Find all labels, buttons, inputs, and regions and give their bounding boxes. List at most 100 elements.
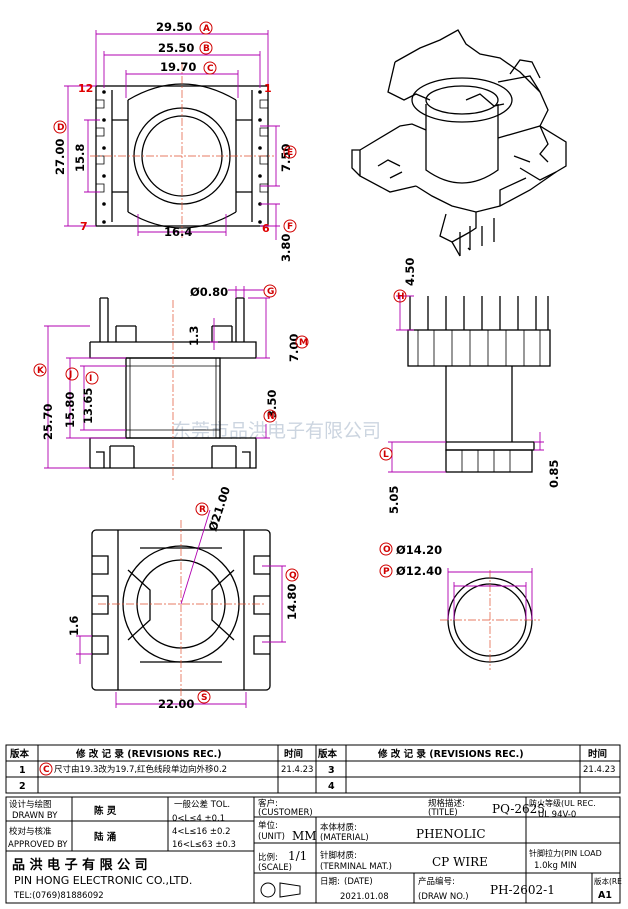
scale-label: 比例: xyxy=(258,852,278,863)
terminal-label-en: (TERMINAL MAT.) xyxy=(320,862,392,872)
date-label: 日期: xyxy=(320,877,340,887)
side-view: 4.50 5.05 0.85 xyxy=(387,258,561,514)
material-value: PHENOLIC xyxy=(416,827,486,841)
revision-table: 版本 修 改 记 录 (REVISIONS REC.) 时间 版本 修 改 记 … xyxy=(5,744,621,794)
unit-label: 单位: xyxy=(258,820,278,831)
rev-row-2-no: 2 xyxy=(19,781,26,792)
fire-label: 防火等级(UL REC. xyxy=(529,798,596,808)
balloon-labels: A B C D E F G H I J K L M N O P Q R S xyxy=(33,21,407,704)
drawno-value: PH-2602-1 xyxy=(490,883,555,897)
svg-text:M: M xyxy=(299,338,308,348)
company-tel: TEL:(0769)81886092 xyxy=(13,891,104,901)
pin-load-label: 针脚拉力(PIN LOAD xyxy=(529,848,602,858)
rev-row-3-time: 21.4.23 xyxy=(583,765,615,775)
drawno-label-en: (DRAW NO.) xyxy=(418,892,469,902)
svg-text:G: G xyxy=(267,287,274,297)
approved-by-label-en: APPROVED BY xyxy=(8,840,68,850)
rev-row-1-time: 21.4.23 xyxy=(281,765,313,775)
drawn-by-value: 陈 灵 xyxy=(94,805,117,817)
dim-7-50: 7.50 xyxy=(279,144,293,172)
dim-7-00: 7.00 xyxy=(287,334,301,362)
tube-view: Ø14.20 Ø12.40 xyxy=(396,543,540,670)
material-label: 本体材质: xyxy=(320,822,357,833)
company-name-cn: 品 洪 电 子 有 限 公 司 xyxy=(12,857,148,873)
svg-text:N: N xyxy=(267,412,275,422)
pin-label-7: 7 xyxy=(80,220,88,233)
dim-16-4: 16.4 xyxy=(164,225,192,239)
rev-header-record: 修 改 记 录 (REVISIONS REC.) xyxy=(75,748,222,760)
svg-text:J: J xyxy=(68,370,72,380)
dim-14-80: 14.80 xyxy=(285,584,299,620)
dim-3-50: 3.50 xyxy=(265,390,279,418)
tolerance-3: 16<L≤63 ±0.3 xyxy=(172,840,236,850)
svg-text:S: S xyxy=(201,693,207,703)
svg-text:Q: Q xyxy=(289,571,297,581)
rev-row-1-no: 1 xyxy=(19,765,26,776)
drawno-label: 产品编号: xyxy=(418,876,455,887)
dim-22-00: 22.00 xyxy=(158,697,194,711)
dim-phi-14-20: Ø14.20 xyxy=(396,543,442,557)
unit-label-en: (UNIT) xyxy=(258,832,285,842)
dim-phi-12-40: Ø12.40 xyxy=(396,564,442,578)
version-value: A1 xyxy=(598,890,612,901)
bottom-view: Ø21.00 14.80 1.6 22.00 xyxy=(67,485,299,711)
rev-header-time-right: 时间 xyxy=(588,748,607,760)
svg-text:E: E xyxy=(287,148,293,158)
dim-15-8: 15.8 xyxy=(73,144,87,172)
top-view: 29.50 25.50 19.70 27.00 15.8 7.50 16.4 3… xyxy=(53,20,293,262)
dim-25-50: 25.50 xyxy=(158,41,194,55)
version-label: 版本(RE xyxy=(594,876,622,886)
company-name-en: PIN HONG ELECTRONIC CO.,LTD. xyxy=(14,874,192,887)
terminal-label: 针脚材质: xyxy=(320,850,357,861)
projection-symbol xyxy=(260,882,276,898)
dim-1-6: 1.6 xyxy=(67,616,81,636)
tolerance-2: 4<L≤16 ±0.2 xyxy=(172,827,231,837)
rev-row-3-no: 3 xyxy=(328,765,335,776)
svg-text:C: C xyxy=(207,64,214,74)
svg-text:B: B xyxy=(203,44,210,54)
terminal-value: CP WIRE xyxy=(432,855,488,869)
rev-row-1-text: 尺寸由19.3改为19.7,红色线段单边向外移0.2 xyxy=(54,764,227,775)
rev-row-4-no: 4 xyxy=(328,781,335,792)
isometric-view xyxy=(351,29,567,257)
date-value: 2021.01.08 xyxy=(340,892,389,902)
svg-text:K: K xyxy=(37,366,45,376)
dim-13-65: 13.65 xyxy=(81,388,95,424)
approved-by-value: 陆 涌 xyxy=(94,831,116,843)
pin-label-12: 12 xyxy=(78,82,93,95)
svg-text:P: P xyxy=(383,567,390,577)
date-label-en: (DATE) xyxy=(344,877,373,887)
dim-3-80: 3.80 xyxy=(279,234,293,262)
tolerance-1: 0<L≤4 ±0.1 xyxy=(172,814,225,824)
scale-label-en: (SCALE) xyxy=(258,863,292,873)
svg-text:H: H xyxy=(397,292,405,302)
dim-19-70: 19.70 xyxy=(160,60,196,74)
svg-text:R: R xyxy=(199,505,206,515)
dim-29-50: 29.50 xyxy=(156,20,192,34)
title-label: 规格描述: xyxy=(428,798,465,809)
title-value: PQ-2625 xyxy=(492,802,545,816)
svg-text:I: I xyxy=(89,374,92,384)
approved-by-label-cn: 校对与核准 xyxy=(9,826,52,837)
rev-header-record-right: 修 改 记 录 (REVISIONS REC.) xyxy=(377,748,524,760)
dim-0-85: 0.85 xyxy=(547,460,561,488)
customer-label: 客户: xyxy=(258,798,278,809)
title-block: 设计与绘图 DRAWN BY 陈 灵 校对与核准 APPROVED BY 陆 涌… xyxy=(5,796,622,904)
svg-text:A: A xyxy=(203,24,210,34)
pin-load-value: 1.0kg MIN xyxy=(534,861,577,871)
dim-phi-0-80: Ø0.80 xyxy=(190,285,228,299)
rev-header-ver-right: 版本 xyxy=(317,748,338,760)
dim-25-70: 25.70 xyxy=(41,404,55,440)
dim-27-00: 27.00 xyxy=(53,139,67,175)
front-view: Ø0.80 1.3 7.00 25.70 15.80 13.65 3.50 xyxy=(41,285,301,480)
dim-5-05: 5.05 xyxy=(387,486,401,514)
rev-header-time: 时间 xyxy=(284,748,303,760)
drawn-by-label-cn: 设计与绘图 xyxy=(9,799,52,810)
tolerance-title: 一般公差 TOL. xyxy=(174,799,230,810)
material-label-en: (MATERIAL) xyxy=(320,833,369,843)
dim-4-50: 4.50 xyxy=(403,258,417,286)
title-label-en: (TITLE) xyxy=(428,808,458,818)
rev-row-1-mark: C xyxy=(43,765,50,775)
watermark: 东莞市品洪电子有限公司 xyxy=(172,420,381,442)
